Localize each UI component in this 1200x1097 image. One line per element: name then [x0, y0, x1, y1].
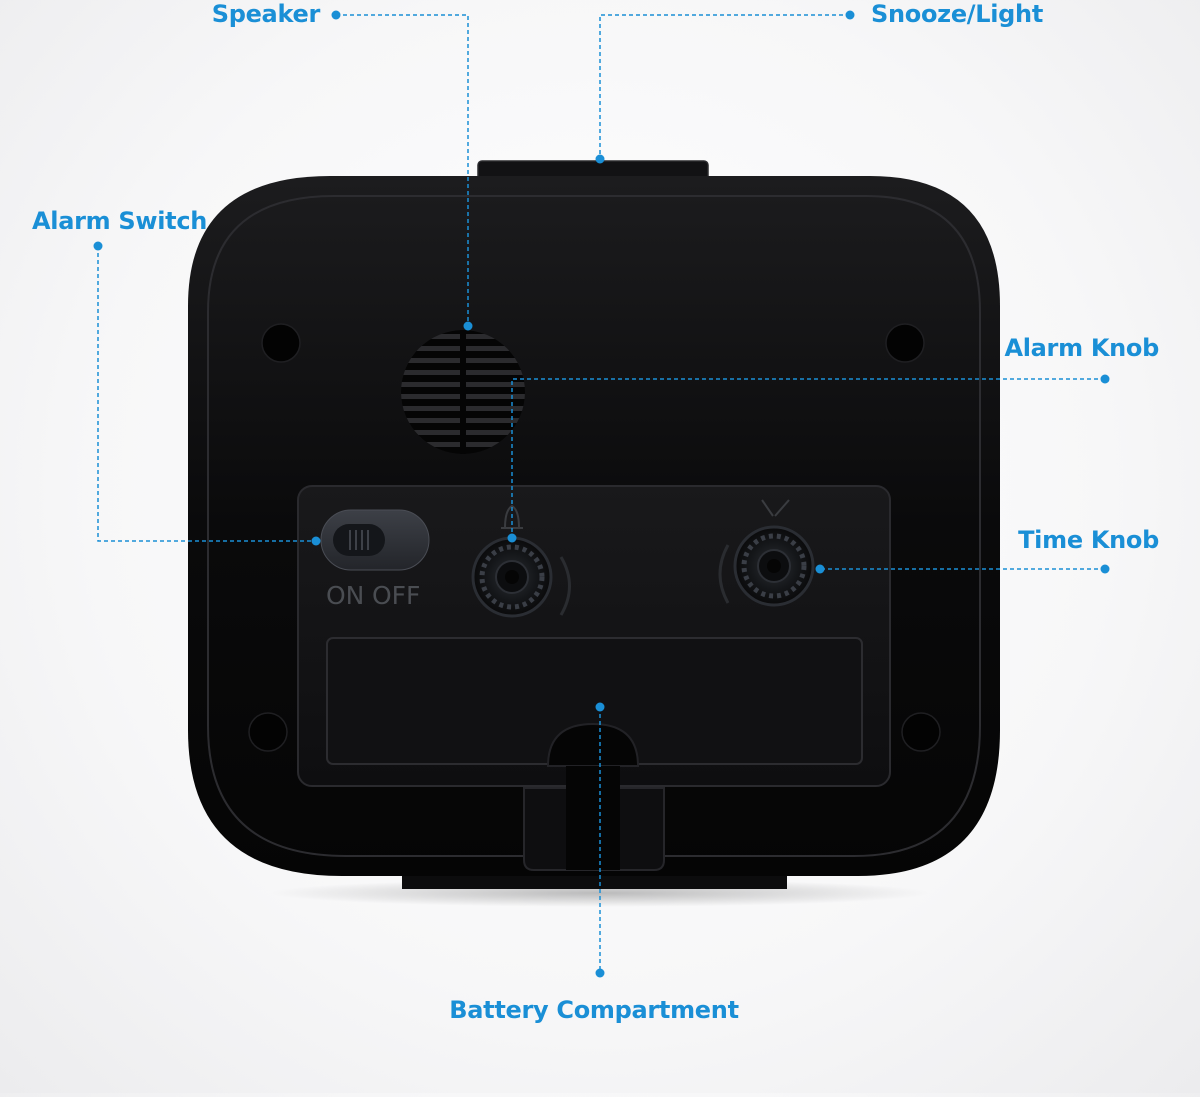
- time-knob-label: Time Knob: [1018, 526, 1159, 554]
- speaker-label: Speaker: [211, 0, 321, 28]
- alarm-knob-label: Alarm Knob: [1004, 334, 1159, 362]
- snooze-leader-line: [599, 14, 850, 159]
- switch-off-label: OFF: [372, 581, 420, 610]
- alarm-knob-arrow: [559, 556, 571, 616]
- speaker-grille: [401, 330, 525, 454]
- clock-hands-icon: [761, 499, 790, 517]
- time-knob-arrow: [718, 544, 730, 604]
- callout-dots: [93, 10, 1110, 978]
- stand-leg: [566, 766, 620, 870]
- screw-hole-top-right: [885, 323, 925, 363]
- alarm-switch-leader-line: [97, 246, 316, 542]
- stand-arch: [546, 722, 640, 767]
- alarm-switch-label: Alarm Switch: [32, 207, 208, 235]
- battery-compartment-label: Battery Compartment: [449, 996, 739, 1024]
- screw-hole-top-left: [261, 323, 301, 363]
- screw-hole-bottom-right: [901, 712, 941, 752]
- callout-lines: [97, 14, 1105, 973]
- alarm-switch-slider: [333, 524, 385, 556]
- speaker-leader-line: [336, 14, 469, 326]
- alarm-switch-grip: [349, 530, 369, 550]
- body-rim: [207, 195, 981, 857]
- snooze-light-label: Snooze/Light: [871, 0, 1044, 28]
- time-knob: [733, 525, 815, 607]
- screw-hole-bottom-left: [248, 712, 288, 752]
- alarm-knob-leader-line: [511, 378, 1105, 538]
- alarm-knob: [471, 536, 553, 618]
- switch-on-label: ON: [326, 581, 364, 610]
